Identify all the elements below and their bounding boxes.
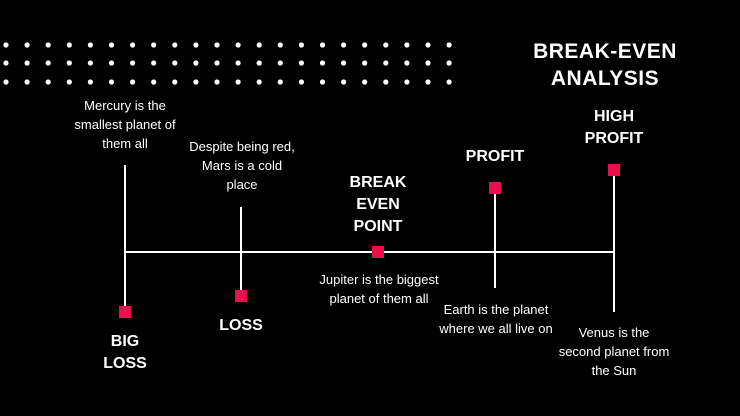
decorative-dot xyxy=(446,42,452,48)
stage-4-label-line-1: PROFIT xyxy=(465,148,525,165)
decorative-dot xyxy=(256,60,262,66)
stage-4-description: Earth is the planet where we all live on xyxy=(439,302,553,336)
decorative-dot xyxy=(24,60,30,66)
decorative-dot xyxy=(298,42,304,48)
decorative-dot xyxy=(425,42,431,48)
decorative-dot xyxy=(214,42,220,48)
decorative-dot xyxy=(362,60,368,66)
decorative-dot xyxy=(235,42,241,48)
decorative-dot xyxy=(319,42,326,48)
stage-4-label: PROFIT xyxy=(445,146,545,168)
decorative-dot xyxy=(45,60,51,66)
decorative-dot xyxy=(277,42,283,48)
decorative-dot xyxy=(108,42,115,48)
decorative-dot xyxy=(404,60,410,66)
decorative-dot xyxy=(172,79,178,85)
stage-3-label-line-2: EVEN xyxy=(356,196,400,213)
dot-pattern xyxy=(3,42,452,85)
decorative-dot xyxy=(404,79,410,85)
stage-3-label: BREAK EVEN POINT xyxy=(328,172,428,238)
stage-1-label-line-1: BIG xyxy=(110,333,140,350)
decorative-dot xyxy=(425,60,431,66)
decorative-dot xyxy=(214,79,220,85)
decorative-dot xyxy=(172,60,178,66)
decorative-dot xyxy=(66,79,72,85)
stage-1-description: Mercury is the smallest planet of them a… xyxy=(74,98,176,151)
decorative-dot xyxy=(319,60,326,66)
decorative-dot xyxy=(45,42,51,48)
stage-3-label-line-3: POINT xyxy=(353,218,403,235)
title-line-1: BREAK-EVEN xyxy=(533,40,677,63)
decorative-dot xyxy=(341,79,347,85)
stage-5-label: HIGH PROFIT xyxy=(564,106,664,150)
stage-3-label-line-1: BREAK xyxy=(349,174,407,191)
decorative-dot xyxy=(446,79,452,85)
decorative-dot xyxy=(66,42,72,48)
decorative-dot xyxy=(3,60,9,66)
decorative-dot xyxy=(193,42,199,48)
decorative-dot xyxy=(362,79,368,85)
stage-5-description: Venus is the second planet from the Sun xyxy=(558,325,670,378)
decorative-dot xyxy=(425,79,431,85)
decorative-dot xyxy=(256,79,262,85)
decorative-dot xyxy=(108,79,115,85)
decorative-dot xyxy=(341,42,347,48)
page-title: BREAK-EVEN ANALYSIS xyxy=(510,38,700,92)
decorative-dot xyxy=(256,42,262,48)
stage-5-label-line-1: HIGH xyxy=(594,108,634,125)
decorative-dot xyxy=(151,42,157,48)
decorative-dot xyxy=(214,60,220,66)
stage-2-label: LOSS xyxy=(191,315,291,337)
decorative-dot xyxy=(404,42,410,48)
decorative-dot xyxy=(298,79,304,85)
stage-2-description: Despite being red, Mars is a cold place xyxy=(189,139,295,192)
decorative-dot xyxy=(341,60,347,66)
decorative-dot xyxy=(383,42,389,48)
decorative-dot xyxy=(87,60,93,66)
decorative-dot xyxy=(193,79,199,85)
decorative-dot xyxy=(45,79,51,85)
stage-1-marker xyxy=(119,306,131,318)
decorative-dot xyxy=(362,42,368,48)
decorative-dot xyxy=(235,60,241,66)
decorative-dot xyxy=(193,60,199,66)
stage-4-marker xyxy=(489,182,501,194)
decorative-dot xyxy=(130,60,136,66)
decorative-dot xyxy=(151,60,157,66)
stage-2-label-line-1: LOSS xyxy=(219,317,263,334)
stage-5-label-line-2: PROFIT xyxy=(584,130,644,147)
decorative-dot xyxy=(172,42,178,48)
decorative-dot xyxy=(3,42,9,48)
decorative-dot xyxy=(24,79,30,85)
decorative-dot xyxy=(130,42,136,48)
decorative-dot xyxy=(87,79,93,85)
stage-1-label: BIG LOSS xyxy=(75,331,175,375)
decorative-dot xyxy=(277,60,283,66)
stage-3-marker xyxy=(372,246,384,258)
decorative-dot xyxy=(108,60,115,66)
stage-1-label-line-2: LOSS xyxy=(103,355,147,372)
stage-5-marker xyxy=(608,164,620,176)
decorative-dot xyxy=(277,79,283,85)
decorative-dot xyxy=(319,79,326,85)
decorative-dot xyxy=(151,79,157,85)
decorative-dot xyxy=(383,60,389,66)
decorative-dot xyxy=(298,60,304,66)
stage-3-description: Jupiter is the biggest planet of them al… xyxy=(319,272,439,306)
title-line-2: ANALYSIS xyxy=(550,67,660,90)
decorative-dot xyxy=(66,60,72,66)
decorative-dot xyxy=(235,79,241,85)
decorative-dot xyxy=(130,79,136,85)
decorative-dot xyxy=(87,42,93,48)
decorative-dot xyxy=(24,42,30,48)
decorative-dot xyxy=(3,79,9,85)
decorative-dot xyxy=(446,60,452,66)
decorative-dot xyxy=(383,79,389,85)
stage-2-marker xyxy=(235,290,247,302)
